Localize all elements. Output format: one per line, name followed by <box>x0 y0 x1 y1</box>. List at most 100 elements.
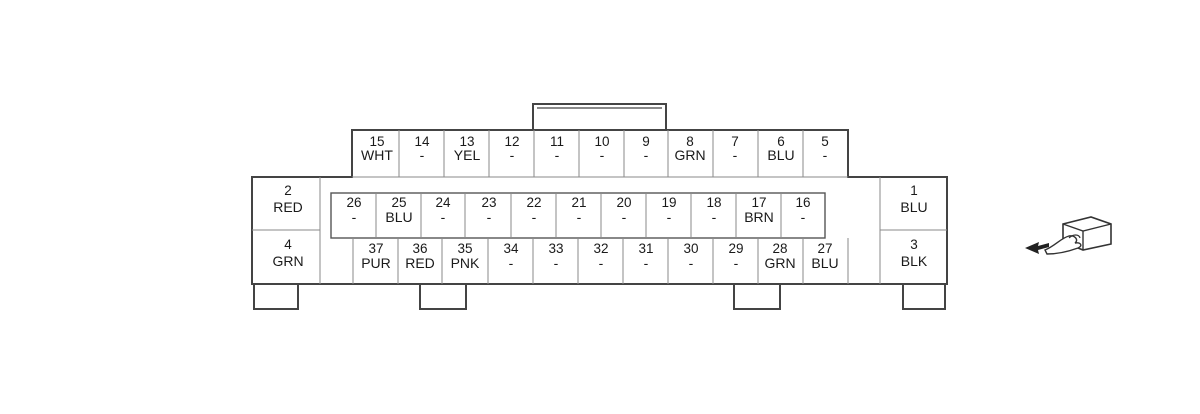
pin-5: 5- <box>821 134 829 163</box>
pin-number: 16 <box>795 195 810 210</box>
pin-number: 28 <box>772 241 787 256</box>
pin-number: 22 <box>526 195 541 210</box>
pin-number: 13 <box>459 134 474 149</box>
pin-number: 20 <box>616 195 631 210</box>
pin-number: 4 <box>284 237 292 252</box>
pin-wire-color: - <box>441 209 446 225</box>
pin-number: 27 <box>817 241 832 256</box>
pin-7: 7- <box>731 134 739 163</box>
pin-number: 2 <box>284 183 292 198</box>
pin-30: 30- <box>683 241 698 271</box>
pin-number: 10 <box>594 134 609 149</box>
pin-number: 7 <box>731 134 739 149</box>
pin-number: 21 <box>571 195 586 210</box>
pin-number: 34 <box>503 241 519 256</box>
pin-wire-color: - <box>510 147 515 163</box>
pin-number: 26 <box>346 195 361 210</box>
pin-33: 33- <box>548 241 563 271</box>
pin-31: 31- <box>638 241 653 271</box>
pin-wire-color: - <box>352 209 357 225</box>
pin-wire-color: - <box>689 255 694 271</box>
pin-labels: 15WHT14-13YEL12-11-10-9-8GRN7-6BLU5-26-2… <box>272 134 927 271</box>
pin-number: 14 <box>414 134 430 149</box>
pin-number: 29 <box>728 241 743 256</box>
pin-number: 30 <box>683 241 698 256</box>
pin-23: 23- <box>481 195 496 225</box>
pin-10: 10- <box>594 134 609 163</box>
pin-20: 20- <box>616 195 631 225</box>
pin-number: 18 <box>706 195 721 210</box>
pin-wire-color: PNK <box>451 255 480 271</box>
pin-18: 18- <box>706 195 721 225</box>
pin-wire-color: - <box>577 209 582 225</box>
pin-number: 11 <box>550 134 564 149</box>
pin-wire-color: - <box>667 209 672 225</box>
pin-wire-color: - <box>823 147 828 163</box>
pin-22: 22- <box>526 195 541 225</box>
pin-number: 25 <box>391 195 406 210</box>
pin-wire-color: - <box>644 255 649 271</box>
pin-wire-color: - <box>554 255 559 271</box>
pin-number: 15 <box>369 134 384 149</box>
pin-number: 33 <box>548 241 563 256</box>
pin-24: 24- <box>435 195 451 225</box>
pin-wire-color: BLU <box>900 199 927 215</box>
pin-wire-color: - <box>644 147 649 163</box>
pin-number: 8 <box>686 134 694 149</box>
pin-wire-color: RED <box>405 255 435 271</box>
pin-wire-color: BLU <box>811 255 838 271</box>
pin-11: 11- <box>550 134 564 163</box>
pin-number: 1 <box>910 183 918 198</box>
pin-number: 9 <box>642 134 650 149</box>
pin-wire-color: PUR <box>361 255 391 271</box>
pin-wire-color: YEL <box>454 147 481 163</box>
pin-26: 26- <box>346 195 361 225</box>
pin-cell-dividers <box>375 130 804 284</box>
pin-wire-color: BLU <box>385 209 412 225</box>
pin-19: 19- <box>661 195 676 225</box>
pin-number: 24 <box>435 195 451 210</box>
pin-number: 32 <box>593 241 608 256</box>
pin-16: 16- <box>795 195 810 225</box>
pin-wire-color: WHT <box>361 147 393 163</box>
pin-wire-color: - <box>801 209 806 225</box>
pin-wire-color: - <box>555 147 560 163</box>
pin-number: 19 <box>661 195 676 210</box>
pin-wire-color: GRN <box>764 255 795 271</box>
pin-number: 5 <box>821 134 829 149</box>
pin-wire-color: GRN <box>272 253 303 269</box>
pin-wire-color: - <box>733 147 738 163</box>
pin-wire-color: - <box>532 209 537 225</box>
pin-number: 17 <box>751 195 766 210</box>
pin-wire-color: BRN <box>744 209 774 225</box>
pin-number: 12 <box>504 134 519 149</box>
pin-number: 3 <box>910 237 918 252</box>
pin-number: 6 <box>777 134 785 149</box>
pin-29: 29- <box>728 241 743 271</box>
pin-21: 21- <box>571 195 586 225</box>
connector-housing <box>251 103 948 310</box>
pin-32: 32- <box>593 241 608 271</box>
pin-34: 34- <box>503 241 519 271</box>
pin-wire-color: - <box>420 147 425 163</box>
pin-number: 37 <box>368 241 383 256</box>
pin-number: 23 <box>481 195 496 210</box>
pin-14: 14- <box>414 134 430 163</box>
pin-wire-color: - <box>600 147 605 163</box>
pin-number: 31 <box>638 241 653 256</box>
pin-wire-color: - <box>509 255 514 271</box>
